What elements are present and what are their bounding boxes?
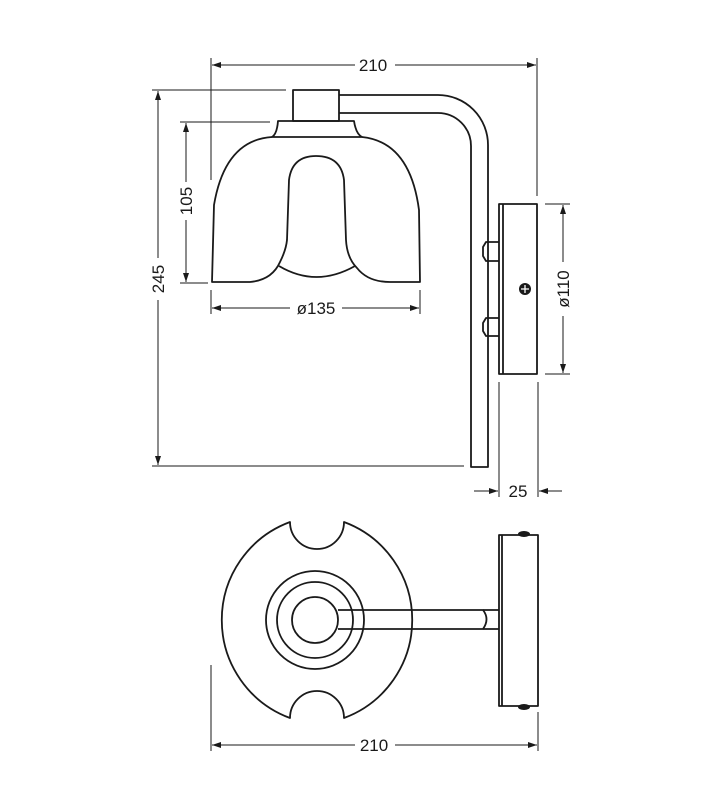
dimension-total-height: 245 <box>149 265 168 293</box>
shade-inner-bowl <box>278 265 356 278</box>
top-view <box>220 521 539 719</box>
lamp-cap <box>292 89 340 122</box>
top-backplate <box>498 534 539 707</box>
dimension-shade-height: 105 <box>177 187 196 215</box>
mount-knob-lower <box>482 317 499 337</box>
top-view-dimension: 210 <box>210 665 539 755</box>
screw-icon <box>519 283 531 295</box>
dimension-shade-diameter: ø135 <box>297 299 336 318</box>
backplate <box>498 203 538 375</box>
dimension-top-view-width: 210 <box>360 736 388 755</box>
shade-collar <box>271 120 363 138</box>
shade-top-outline <box>220 521 414 719</box>
dimension-front-width: 210 <box>359 56 387 75</box>
dimension-backplate-diameter: ø110 <box>554 270 573 308</box>
side-view <box>211 89 538 468</box>
dimension-backplate-depth: 25 <box>509 482 528 501</box>
lamp-arm <box>339 94 489 468</box>
mount-knob-upper <box>482 241 499 262</box>
dimension-lines: 210 245 105 ø135 ø110 25 <box>149 56 573 501</box>
lamp-shade <box>211 136 421 283</box>
